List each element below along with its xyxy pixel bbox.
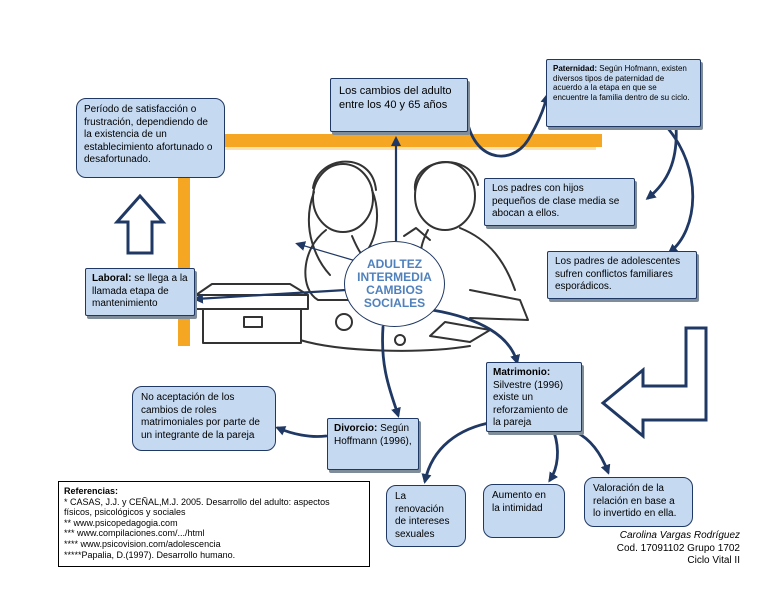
- arrow-divorcio-to-no-aceptacion: [275, 426, 328, 438]
- valoracion-text: Valoración de la relación en base a lo i…: [593, 483, 677, 519]
- reference-line: físicos, psicológicos y sociales: [64, 507, 186, 518]
- box-valoracion: Valoración de la relación en base a lo i…: [584, 477, 693, 527]
- matrimonio-label: Matrimonio:: [493, 367, 551, 378]
- box-matrimonio: Matrimonio: Silvestre (1996) existe un r…: [486, 362, 582, 432]
- arrow-center-to-divorcio: [381, 325, 401, 418]
- center-topic-text: ADULTEZ INTERMEDIA CAMBIOS SOCIALES: [357, 256, 432, 311]
- cambios-text: Los cambios del adulto entre los 40 y 65…: [339, 85, 452, 111]
- arrow-matrimonio-to-aumento: [548, 430, 559, 483]
- author-name: Carolina Vargas Rodríguez: [619, 530, 740, 541]
- box-paternidad: Paternidad: Según Hofmann, existen diver…: [546, 59, 701, 127]
- reference-line: *****Papalia, D.(1997). Desarrollo human…: [64, 549, 236, 560]
- box-padres-hijos: Los padres con hijos pequeños de clase m…: [484, 178, 635, 226]
- author-course: Ciclo Vital II: [687, 555, 740, 566]
- box-cambios: Los cambios del adulto entre los 40 y 65…: [330, 78, 468, 132]
- box-padres-adolescentes: Los padres de adolescentes sufren confli…: [547, 251, 697, 299]
- box-no-aceptacion: No aceptación de los cambios de roles ma…: [132, 386, 276, 451]
- reference-line: *** www.compilaciones.com/.../html: [64, 528, 205, 539]
- arrow-center-to-laboral: [193, 288, 347, 304]
- laboral-text: se llega a la llamada etapa de mantenimi…: [92, 273, 188, 309]
- author-code: Cod. 17091102 Grupo 1702: [616, 542, 740, 554]
- center-line-2: INTERMEDIA: [357, 269, 432, 284]
- padres-adolescentes-text: Los padres de adolescentes sufren confli…: [555, 256, 681, 292]
- no-aceptacion-text: No aceptación de los cambios de roles ma…: [141, 392, 260, 441]
- divorcio-label: Divorcio:: [334, 423, 378, 434]
- arrow-matrimonio-to-renovacion: [421, 420, 496, 484]
- arrow-matrimonio-to-valoracion: [574, 430, 611, 475]
- arrow-paternidad-to-padres-adolescentes: [664, 124, 695, 254]
- references-title: Referencias:: [64, 486, 119, 496]
- references-box: Referencias: * CASAS, J.J. y CEÑAL,M.J. …: [58, 481, 370, 567]
- box-divorcio: Divorcio: Según Hoffmann (1996),: [327, 418, 419, 470]
- author-block: Carolina Vargas Rodríguez Cod. 17091102 …: [590, 530, 740, 568]
- box-aumento: Aumento en la intimidad: [483, 484, 565, 538]
- box-laboral: Laboral: se llega a la llamada etapa de …: [85, 268, 195, 316]
- paternidad-label: Paternidad:: [553, 64, 598, 73]
- box-renovacion: La renovación de intereses sexuales: [386, 485, 466, 547]
- periodo-text: Período de satisfacción o frustración, d…: [84, 104, 213, 165]
- center-line-4: SOCIALES: [363, 296, 426, 311]
- matrimonio-text: Silvestre (1996) existe un reforzamiento…: [493, 379, 569, 429]
- divorcio-text: Según Hoffmann (1996),: [334, 423, 412, 447]
- arrow-center-up-left: [295, 241, 357, 262]
- center-topic-ellipse: ADULTEZ INTERMEDIA CAMBIOS SOCIALES: [344, 241, 445, 327]
- reference-line: ** www.psicopedagogia.com: [64, 517, 178, 528]
- laboral-label: Laboral:: [92, 273, 132, 284]
- arrow-center-to-matrimonio: [430, 308, 521, 365]
- aumento-text: Aumento en la intimidad: [492, 490, 546, 514]
- renovacion-text: La renovación de intereses sexuales: [395, 491, 450, 540]
- arrows-curved: [275, 93, 695, 484]
- reference-line: * CASAS, J.J. y CEÑAL,M.J. 2005. Desarro…: [64, 496, 330, 507]
- paternidad-text: Según Hofmann, existen diversos tipos de…: [553, 64, 690, 102]
- block-arrow-left: [600, 326, 708, 440]
- arrow-cambios-to-paternidad: [464, 93, 551, 158]
- center-line-1: ADULTEZ: [366, 256, 423, 271]
- block-arrow-up: [113, 193, 167, 255]
- padres-hijos-text: Los padres con hijos pequeños de clase m…: [492, 183, 620, 219]
- arrow-paternidad-to-padres-hijos: [645, 124, 678, 200]
- reference-line: **** www.psicovision.com/adolescencia: [64, 539, 221, 550]
- box-periodo: Período de satisfacción o frustración, d…: [76, 98, 225, 178]
- center-line-3: CAMBIOS: [366, 283, 423, 297]
